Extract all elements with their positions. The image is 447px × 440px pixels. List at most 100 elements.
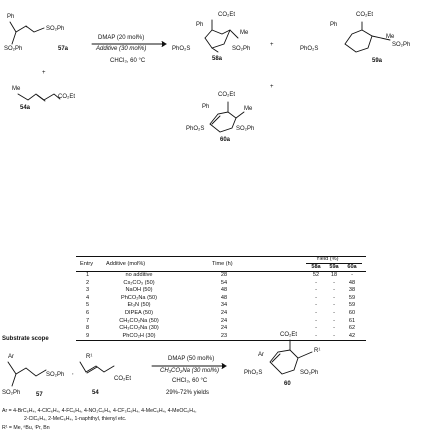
- scope-60-pho2s: PhO₂S: [244, 370, 263, 376]
- cell-time: 23: [220, 332, 228, 339]
- cell-yield-59a: -: [333, 325, 335, 332]
- 57a-so2ph-label: SO₂Ph: [46, 26, 65, 32]
- cell-additive: PhCO₂H (30): [122, 332, 156, 339]
- cell-additive: NaOH (50): [125, 287, 153, 294]
- header-entry: Entry: [80, 261, 94, 267]
- header-yield: Yield (%): [316, 256, 339, 262]
- cell-yield-60a: 60: [348, 309, 356, 316]
- 58a-co2et-label: CO₂Et: [218, 12, 235, 18]
- 54a-co2et-label: CO₂Et: [58, 94, 75, 100]
- 60a-me-label: Me: [244, 106, 253, 112]
- cell-yield-58a: -: [315, 302, 317, 309]
- structure-58a: [204, 19, 239, 53]
- plus-sign-2: +: [270, 42, 274, 48]
- cell-yield-59a: -: [333, 287, 335, 294]
- cell-entry: 2: [86, 279, 90, 286]
- 60a-pho2s-label: PhO₂S: [186, 126, 205, 132]
- scope-heading: Substrate scope: [2, 336, 49, 342]
- 58a-so2ph-label: SO₂Ph: [232, 46, 251, 52]
- structure-60a: [209, 101, 245, 133]
- 57a-ph-label: Ph: [7, 14, 15, 20]
- scope-60-r1: R¹: [314, 348, 321, 354]
- cell-yield-58a: -: [315, 309, 317, 316]
- footnote-ar-line2: 2-ClC₆H₄, 2-MeC₆H₄, 1-naphthyl, thienyl …: [24, 416, 127, 422]
- cell-entry: 3: [86, 287, 90, 294]
- cell-additive: CH₃CO₂Na (50): [119, 317, 159, 324]
- cell-time: 48: [220, 294, 228, 301]
- cell-additive: DIPEA (50): [125, 309, 153, 316]
- cell-entry: 9: [86, 332, 90, 339]
- structure-57: [7, 361, 47, 387]
- scope-54-r1: R¹: [86, 354, 93, 360]
- cell-yield-60a: 42: [348, 332, 356, 339]
- 59a-ph-label: Ph: [330, 22, 338, 28]
- cell-yield-59a: -: [333, 279, 335, 286]
- header-59a: 59a: [329, 264, 339, 270]
- 58a-compound-label: 58a: [212, 56, 223, 62]
- cell-yield-58a: -: [315, 279, 317, 286]
- cell-yield-59a: 18: [330, 272, 338, 278]
- structure-59a: [344, 21, 391, 53]
- table-header: Entry Additive (mol%) Time (h) Yield (%)…: [76, 256, 366, 272]
- 54a-compound-label: 54a: [20, 105, 31, 111]
- scope-60-ar: Ar: [258, 352, 264, 358]
- structure-54a: [17, 93, 61, 102]
- scope-60-co2et: CO₂Et: [280, 332, 297, 338]
- 60a-ph-label: Ph: [202, 104, 210, 110]
- cell-time: 28: [220, 272, 228, 278]
- cell-time: 24: [220, 325, 228, 332]
- reagent2-line2: CH₃CO₂Na (30 mol%): [160, 368, 220, 374]
- 58a-pho2s-label: PhO₂S: [172, 46, 191, 52]
- 58a-me-label: Me: [240, 30, 249, 36]
- cell-additive: PhCO₂Na (50): [120, 294, 158, 301]
- optimization-table: Entry Additive (mol%) Time (h) Yield (%)…: [76, 256, 366, 341]
- scope-57-label: 57: [36, 392, 43, 398]
- reagent2-yields: 29%-72% yields: [166, 390, 210, 396]
- cell-entry: 4: [86, 294, 90, 301]
- scope-comma: ,: [72, 370, 74, 376]
- cell-yield-60a: 61: [348, 317, 356, 324]
- reagent1-line2: Additive (30 mol%): [96, 46, 147, 52]
- cell-yield-60a: 38: [348, 287, 356, 294]
- reagent2-line1: DMAP (50 mol%): [168, 356, 215, 362]
- footnote-r1: R¹ = Me, ⁿBu, ⁱPr, Bn: [2, 425, 50, 431]
- cell-yield-58a: -: [315, 325, 317, 332]
- 59a-me-label: Me: [386, 34, 395, 40]
- 54a-me-label: Me: [12, 86, 21, 92]
- structure-57a: [9, 21, 45, 45]
- scope-54-co2et: CO₂Et: [114, 376, 131, 382]
- reagent1-line3: CHCl₃, 60 °C: [110, 58, 146, 64]
- cell-yield-58a: -: [315, 317, 317, 324]
- 57a-so2ph-left-label: SO₂Ph: [4, 46, 23, 52]
- 57a-compound-label: 57a: [58, 46, 69, 52]
- header-additive: Additive (mol%): [106, 261, 146, 267]
- 60a-so2ph-label: SO₂Ph: [236, 126, 255, 132]
- plus-sign-1: +: [42, 70, 46, 76]
- scope-54-label: 54: [92, 390, 99, 396]
- cell-additive: Cs₂CO₃ (50): [123, 279, 155, 286]
- structure-54: [79, 361, 115, 374]
- cell-entry: 1: [86, 272, 90, 278]
- cell-yield-58a: -: [315, 332, 317, 339]
- 59a-so2ph-label: SO₂Ph: [392, 42, 411, 48]
- cell-additive: no additive: [125, 272, 153, 278]
- cell-yield-60a: 59: [348, 302, 356, 309]
- reagent1-line1: DMAP (20 mol%): [98, 35, 145, 41]
- cell-additive: CH₃CO₂Na (30): [119, 325, 159, 332]
- scope-60-label: 60: [284, 381, 291, 387]
- 60a-co2et-label: CO₂Et: [218, 92, 235, 98]
- cell-time: 34: [220, 302, 228, 309]
- cell-entry: 6: [86, 309, 90, 316]
- 59a-pho2s-label: PhO₂S: [300, 46, 319, 52]
- 59a-compound-label: 59a: [372, 58, 383, 64]
- 60a-compound-label: 60a: [220, 137, 231, 143]
